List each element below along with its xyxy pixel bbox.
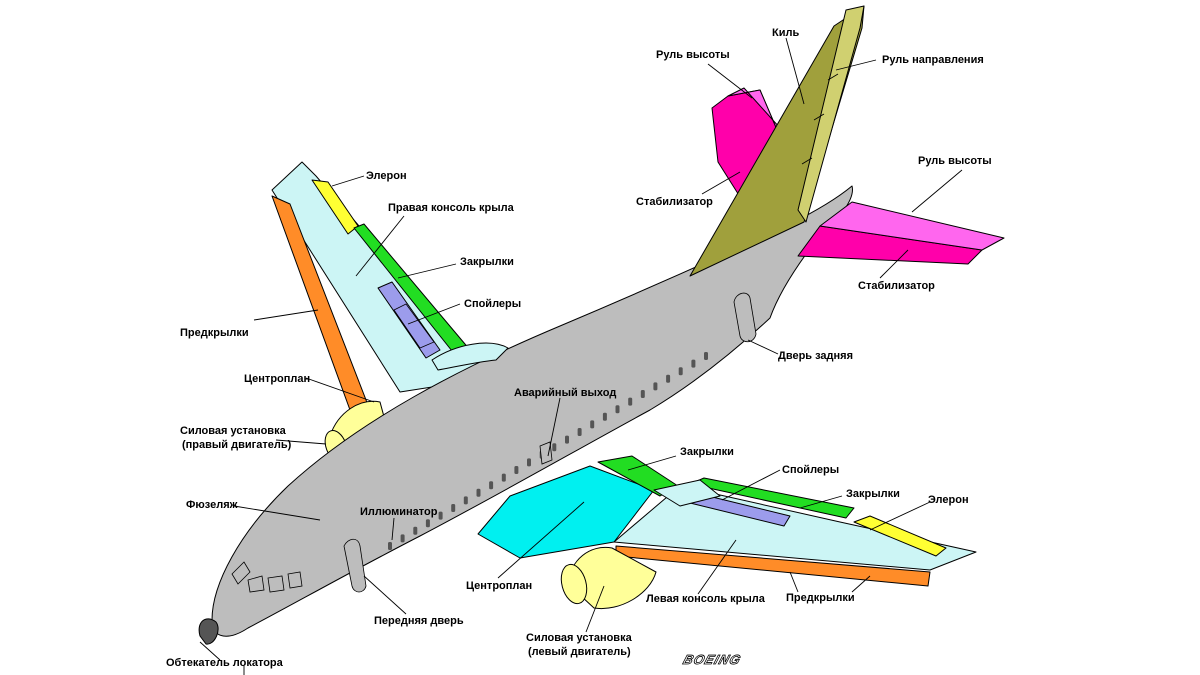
label-window: Иллюминатор <box>360 506 438 518</box>
label-fin: Киль <box>772 27 799 39</box>
left-engine <box>567 546 657 610</box>
passenger-window <box>704 352 708 360</box>
passenger-window <box>640 390 645 398</box>
passenger-window <box>476 488 481 497</box>
passenger-window <box>691 359 696 368</box>
label-left-aileron: Элерон <box>928 494 969 506</box>
passenger-window <box>653 382 658 391</box>
left-aileron <box>853 515 947 557</box>
label-rudder: Руль направления <box>882 54 984 66</box>
label-elevator-top: Руль высоты <box>656 49 730 61</box>
passenger-window <box>602 412 607 421</box>
rudder <box>797 5 865 223</box>
label-front-door: Передняя дверь <box>374 615 464 627</box>
passenger-window <box>590 420 595 429</box>
passenger-window <box>400 534 405 543</box>
cockpit-window-2 <box>247 575 265 593</box>
label-left-inner-flaps: Закрылки <box>680 446 734 458</box>
label-left-wing: Левая консоль крыла <box>646 593 766 605</box>
passenger-window <box>438 511 443 520</box>
label-left-engine-2: (левый двигатель) <box>528 646 631 658</box>
cockpit-window-3 <box>267 575 285 593</box>
label-left-slats: Предкрылки <box>786 592 855 604</box>
label-center-section-bottom: Центроплан <box>466 580 532 592</box>
passenger-window <box>678 367 683 376</box>
passenger-window <box>413 526 418 535</box>
fin <box>689 5 865 277</box>
left-engine-group <box>560 546 657 610</box>
rear-door <box>733 292 757 343</box>
front-door <box>343 538 367 593</box>
cockpit-windows <box>231 561 303 593</box>
cockpit-window-4 <box>287 571 303 589</box>
passenger-window <box>388 542 392 550</box>
left-stabilizer-group <box>797 201 1005 265</box>
right-engine-nacelle <box>431 342 509 371</box>
label-right-aileron: Элерон <box>366 170 407 182</box>
label-right-wing: Правая консоль крыла <box>388 202 515 214</box>
passenger-window <box>463 496 468 505</box>
left-wing-group <box>477 455 977 587</box>
left-elevator <box>819 201 1005 251</box>
label-left-spoilers: Спойлеры <box>782 464 839 476</box>
leader-lines <box>199 37 963 675</box>
label-fuselage: Фюзеляж <box>186 499 238 511</box>
passenger-window <box>615 405 620 414</box>
boeing-logo: BOEING <box>681 652 743 667</box>
radome <box>198 618 219 645</box>
label-right-slats: Предкрылки <box>180 327 249 339</box>
passenger-window <box>425 519 430 528</box>
passenger-window <box>527 458 531 467</box>
label-elevator-right: Руль высоты <box>918 155 992 167</box>
passenger-window <box>552 443 557 452</box>
emergency-exit <box>539 441 553 465</box>
passenger-window <box>628 397 633 406</box>
label-right-flaps: Закрылки <box>460 256 514 268</box>
passenger-window <box>666 374 671 383</box>
label-right-engine-1: Силовая установка <box>180 425 287 437</box>
label-rear-door: Дверь задняя <box>778 350 853 362</box>
label-right-spoilers: Спойлеры <box>464 298 521 310</box>
label-left-engine-1: Силовая установка <box>526 632 633 644</box>
passenger-window <box>451 504 456 512</box>
passenger-window <box>489 481 494 490</box>
label-right-engine-2: (правый двигатель) <box>182 439 292 451</box>
label-stabilizer-left: Стабилизатор <box>636 196 713 208</box>
passenger-window <box>577 428 582 436</box>
right-spoilers-2 <box>393 303 435 349</box>
label-center-section-top: Центроплан <box>244 373 310 385</box>
label-left-outer-flaps: Закрылки <box>846 488 900 500</box>
cockpit-window-1 <box>231 561 251 585</box>
left-engine-pylon <box>653 479 721 507</box>
passenger-window <box>514 466 519 474</box>
labels: Руль высоты Киль Руль направления Руль в… <box>166 27 992 669</box>
passenger-windows <box>388 352 708 550</box>
right-wing-group <box>271 161 491 443</box>
fin-group <box>689 5 865 277</box>
label-stabilizer-right: Стабилизатор <box>858 280 935 292</box>
left-engine-intake <box>560 563 588 605</box>
passenger-window <box>501 473 506 482</box>
label-radome: Обтекатель локатора <box>166 657 284 669</box>
passenger-window <box>565 435 569 444</box>
label-emergency-exit: Аварийный выход <box>514 387 616 399</box>
